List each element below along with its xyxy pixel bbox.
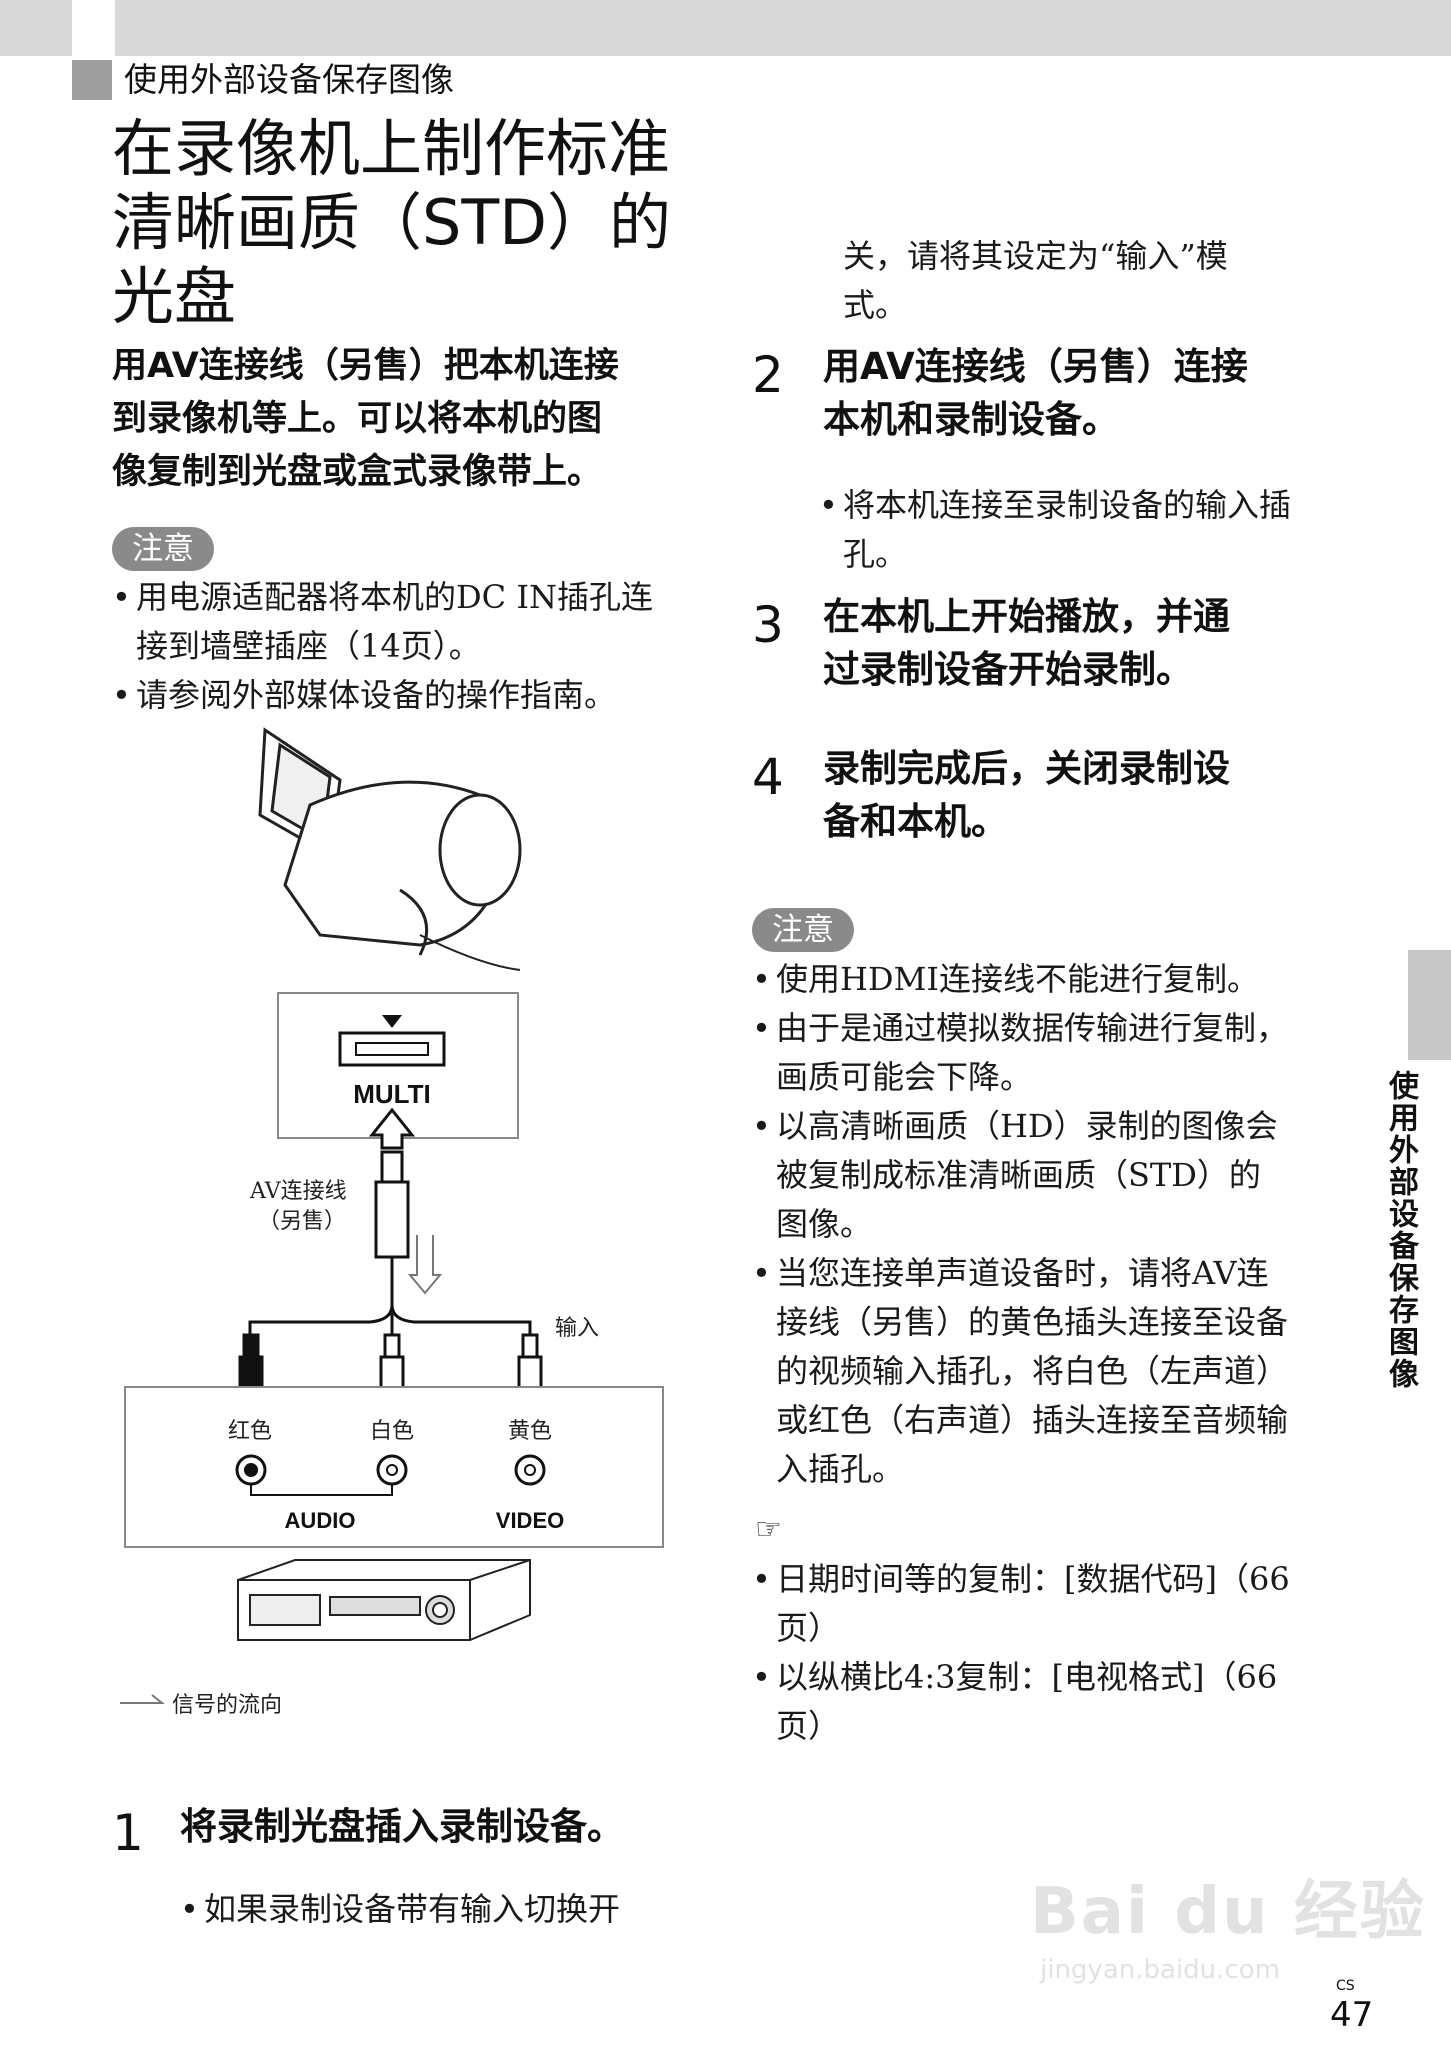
down-arrow-icon bbox=[382, 1015, 402, 1028]
hint-item: 日期时间等的复制：[数据代码]（66页） bbox=[752, 1555, 1292, 1653]
step3-line-1: 在本机上开始播放，并通 bbox=[823, 595, 1230, 638]
intro-line-1: 用AV连接线（另售）把本机连接 bbox=[112, 346, 619, 386]
connection-diagram: MULTI bbox=[120, 725, 680, 1718]
note-badge: 注意 bbox=[752, 908, 854, 952]
page-number: 47 bbox=[1330, 1995, 1374, 2035]
input-label: 输入 bbox=[555, 1316, 600, 1341]
note-badge: 注意 bbox=[112, 527, 214, 571]
title-line-1: 在录像机上制作标准 bbox=[112, 112, 671, 185]
note-item: 当您连接单声道设备时，请将AV连接线（另售）的黄色插头连接至设备的视频输入插孔，… bbox=[752, 1249, 1292, 1494]
step4-line-1: 录制完成后，关闭录制设 bbox=[823, 747, 1230, 790]
step-text: 在本机上开始播放，并通 过录制设备开始录制。 bbox=[823, 590, 1343, 696]
step3-line-2: 过录制设备开始录制。 bbox=[823, 648, 1193, 691]
white-label: 白色 bbox=[370, 1419, 415, 1444]
step-text: 录制完成后，关闭录制设 备和本机。 bbox=[823, 742, 1343, 848]
step-bullets: 将本机连接至录制设备的输入插孔。 bbox=[819, 481, 1339, 579]
header-bar-left bbox=[0, 0, 72, 56]
page-title: 在录像机上制作标准 清晰画质（STD）的 光盘 bbox=[112, 112, 712, 334]
signal-flow-label: 信号的流向 bbox=[172, 1693, 283, 1718]
side-tab bbox=[1408, 950, 1451, 1060]
watermark-url: jingyan.baidu.com bbox=[1040, 1955, 1280, 1985]
video-label: VIDEO bbox=[496, 1508, 564, 1533]
note-item: 使用HDMI连接线不能进行复制。 bbox=[752, 955, 1292, 1004]
camcorder-illustration bbox=[258, 727, 522, 971]
signal-arrow-icon bbox=[407, 1235, 443, 1295]
step-number: 4 bbox=[752, 748, 784, 806]
hint-icon: ☞ bbox=[755, 1512, 782, 1547]
diagram-illustration: MULTI bbox=[120, 727, 664, 1704]
note-item: 用电源适配器将本机的DC IN插孔连接到墙壁插座（14页）。 bbox=[112, 573, 672, 671]
signal-flow-icon bbox=[120, 1694, 165, 1704]
cable-label-2: （另售） bbox=[258, 1209, 347, 1234]
watermark-logo: Bai du 经验 bbox=[1030, 1875, 1426, 1949]
hint-item: 以纵横比4:3复制：[电视格式]（66页） bbox=[752, 1653, 1292, 1751]
section-label: 使用外部设备保存图像 bbox=[124, 60, 454, 99]
step2-line-1: 用AV连接线（另售）连接 bbox=[823, 345, 1248, 388]
intro-line-2: 到录像机等上。可以将本机的图 bbox=[112, 399, 603, 439]
vcr-illustration bbox=[237, 1559, 531, 1641]
section-marker bbox=[72, 60, 112, 100]
step-number: 1 bbox=[112, 1804, 144, 1862]
cable-label-1: AV连接线 bbox=[250, 1179, 347, 1204]
red-label: 红色 bbox=[228, 1419, 273, 1444]
note-item: 以高清晰画质（HD）录制的图像会被复制成标准清晰画质（STD）的图像。 bbox=[752, 1102, 1292, 1249]
step-number: 2 bbox=[752, 346, 784, 404]
note-item: 请参阅外部媒体设备的操作指南。 bbox=[112, 671, 672, 720]
step-bullets: 如果录制设备带有输入切换开 bbox=[180, 1885, 720, 1934]
title-line-2: 清晰画质（STD）的 bbox=[112, 186, 671, 259]
page-language: CS bbox=[1336, 1978, 1355, 1994]
step-bullet: 如果录制设备带有输入切换开 bbox=[180, 1885, 720, 1934]
step-text: 用AV连接线（另售）连接 本机和录制设备。 bbox=[823, 340, 1343, 446]
header-bar bbox=[115, 0, 1451, 56]
step2-line-2: 本机和录制设备。 bbox=[823, 398, 1119, 441]
note-item: 由于是通过模拟数据传输进行复制，画质可能会下降。 bbox=[752, 1004, 1292, 1102]
step-number: 3 bbox=[752, 596, 784, 654]
hint-list: 日期时间等的复制：[数据代码]（66页） 以纵横比4:3复制：[电视格式]（66… bbox=[752, 1555, 1292, 1751]
up-arrow-icon bbox=[368, 1107, 416, 1150]
step4-line-2: 备和本机。 bbox=[823, 800, 1008, 843]
step-text: 将录制光盘插入录制设备。 bbox=[180, 1805, 624, 1848]
step1-continued: 关，请将其设定为“输入”模 式。 bbox=[843, 232, 1323, 330]
note-list: 用电源适配器将本机的DC IN插孔连接到墙壁插座（14页）。 请参阅外部媒体设备… bbox=[112, 573, 672, 720]
step-bullet: 将本机连接至录制设备的输入插孔。 bbox=[819, 481, 1339, 579]
note-list: 使用HDMI连接线不能进行复制。 由于是通过模拟数据传输进行复制，画质可能会下降… bbox=[752, 955, 1292, 1494]
av-plug-icon bbox=[374, 1180, 410, 1259]
side-tab-label: 使用外部设备保存图像 bbox=[1383, 1070, 1418, 1390]
intro-text: 用AV连接线（另售）把本机连接 到录像机等上。可以将本机的图 像复制到光盘或盒式… bbox=[112, 340, 672, 499]
multi-label: MULTI bbox=[353, 1079, 431, 1109]
audio-label: AUDIO bbox=[285, 1508, 356, 1533]
step1-continued-line-1: 关，请将其设定为“输入”模 bbox=[843, 237, 1228, 275]
step1-continued-line-2: 式。 bbox=[843, 286, 908, 324]
yellow-label: 黄色 bbox=[508, 1419, 553, 1444]
intro-line-3: 像复制到光盘或盒式录像带上。 bbox=[112, 452, 603, 492]
title-line-3: 光盘 bbox=[112, 260, 237, 333]
